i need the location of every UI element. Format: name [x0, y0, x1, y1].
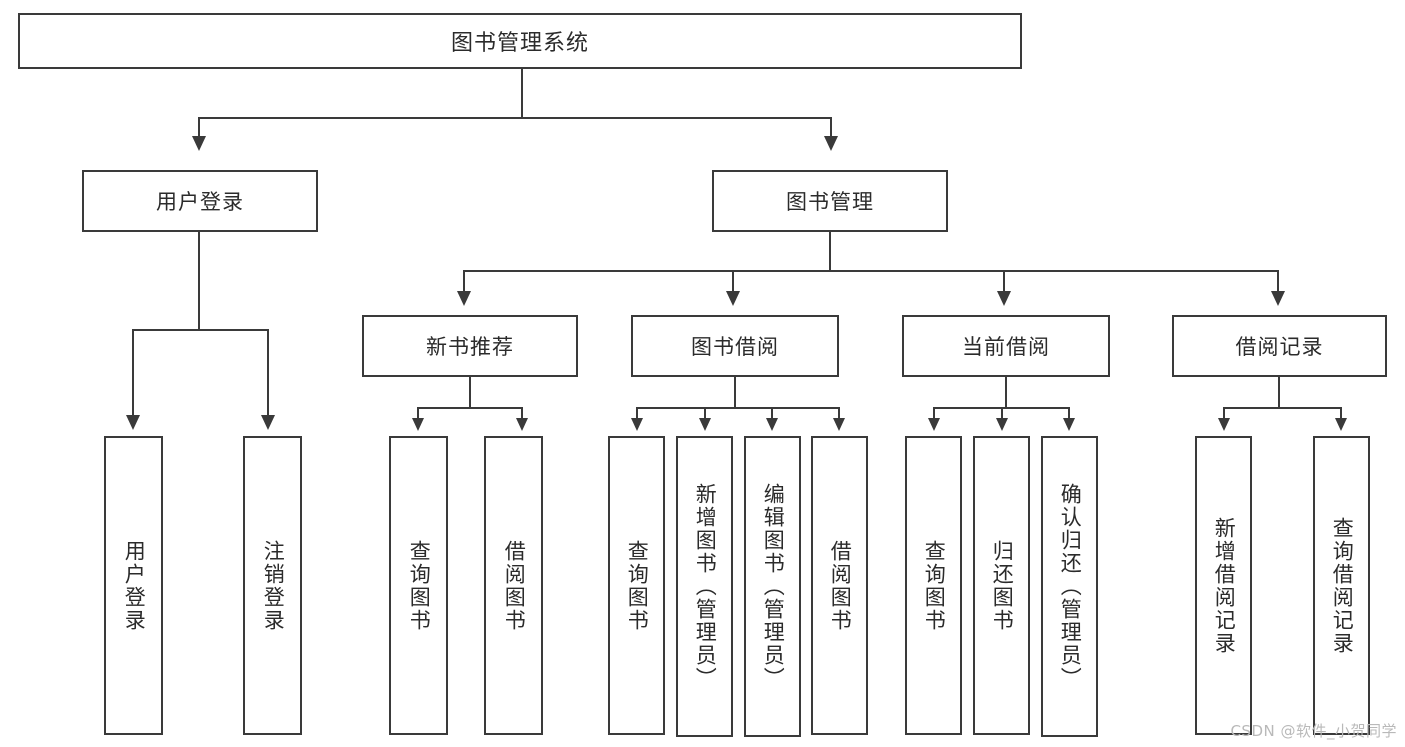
- edge-bb-to-leaf-1: [636, 407, 638, 419]
- edge-bb-to-leaf-3: [771, 407, 773, 419]
- edge-new-book-to-leaf-1: [417, 407, 419, 419]
- node-label: 新书推荐: [426, 335, 514, 359]
- leaf-confirm-return-admin[interactable]: 确认归还（管理员）: [1041, 436, 1098, 737]
- csdn-watermark: CSDN @软件_小贺同学: [1230, 722, 1397, 740]
- arrowhead-bb-leaf-4: [833, 418, 845, 431]
- leaf-query-book-borrow[interactable]: 查询图书: [608, 436, 665, 735]
- arrowhead-bb-leaf-3: [766, 418, 778, 431]
- edge-new-book-bus: [417, 407, 523, 409]
- edge-root-to-book-management: [830, 117, 832, 138]
- edge-borrow-record-bus: [1223, 407, 1341, 409]
- edge-borrow-record-trunk: [1278, 377, 1280, 408]
- arrowhead-bm-book-borrow: [726, 291, 740, 306]
- arrowhead-new-book-leaf-2: [516, 418, 528, 431]
- node-label: 用户登录: [122, 539, 147, 632]
- node-user-login[interactable]: 用户登录: [82, 170, 318, 232]
- node-new-book-recommend[interactable]: 新书推荐: [362, 315, 578, 377]
- edge-new-book-trunk: [469, 377, 471, 408]
- node-label: 查询图书: [407, 539, 432, 632]
- edge-user-login-to-leaf-1: [132, 329, 134, 417]
- edge-bm-to-borrow-record: [1277, 270, 1279, 293]
- node-label: 图书管理: [786, 190, 874, 214]
- edge-br-to-leaf-1: [1223, 407, 1225, 419]
- leaf-edit-book-admin[interactable]: 编辑图书（管理员）: [744, 436, 801, 737]
- node-label: 借阅图书: [502, 539, 527, 632]
- node-label: 新增图书（管理员）: [693, 483, 718, 690]
- node-root-book-management-system[interactable]: 图书管理系统: [18, 13, 1022, 69]
- arrowhead-bm-borrow-record: [1271, 291, 1285, 306]
- arrowhead-new-book-leaf-1: [412, 418, 424, 431]
- edge-root-bus: [198, 117, 832, 119]
- leaf-borrow-book[interactable]: 借阅图书: [811, 436, 868, 735]
- leaf-query-book-current[interactable]: 查询图书: [905, 436, 962, 735]
- edge-current-borrow-trunk: [1005, 377, 1007, 408]
- edge-bm-to-book-borrow: [732, 270, 734, 293]
- edge-user-login-to-leaf-2: [267, 329, 269, 417]
- arrowhead-br-leaf-2: [1335, 418, 1347, 431]
- edge-book-management-bus: [463, 270, 1277, 272]
- node-label: 确认归还（管理员）: [1058, 483, 1083, 690]
- arrowhead-bm-new-book: [457, 291, 471, 306]
- edge-cb-to-leaf-1: [933, 407, 935, 419]
- edge-br-to-leaf-2: [1340, 407, 1342, 419]
- edge-root-to-user-login: [198, 117, 200, 138]
- node-label: 查询图书: [625, 539, 650, 632]
- leaf-user-login[interactable]: 用户登录: [104, 436, 163, 735]
- arrowhead-bb-leaf-1: [631, 418, 643, 431]
- edge-bm-to-new-book: [463, 270, 465, 293]
- arrowhead-cb-leaf-3: [1063, 418, 1075, 431]
- node-book-management[interactable]: 图书管理: [712, 170, 948, 232]
- node-label: 借阅图书: [828, 539, 853, 632]
- arrowhead-root-to-book-management: [824, 136, 838, 151]
- edge-root-trunk: [521, 69, 523, 118]
- edge-user-login-trunk: [198, 232, 200, 330]
- node-label: 用户登录: [156, 190, 244, 214]
- node-label: 当前借阅: [962, 335, 1050, 359]
- edge-book-borrow-bus: [636, 407, 840, 409]
- arrowhead-cb-leaf-2: [996, 418, 1008, 431]
- edge-book-management-trunk: [829, 232, 831, 271]
- node-label: 查询借阅记录: [1330, 516, 1355, 655]
- arrowhead-root-to-user-login: [192, 136, 206, 151]
- leaf-add-borrow-record[interactable]: 新增借阅记录: [1195, 436, 1252, 735]
- arrowhead-cb-leaf-1: [928, 418, 940, 431]
- node-current-borrow[interactable]: 当前借阅: [902, 315, 1110, 377]
- arrowhead-bb-leaf-2: [699, 418, 711, 431]
- node-label: 查询图书: [922, 539, 947, 632]
- edge-bm-to-current-borrow: [1003, 270, 1005, 293]
- arrowhead-bm-current-borrow: [997, 291, 1011, 306]
- node-label: 新增借阅记录: [1212, 516, 1237, 655]
- node-book-borrow[interactable]: 图书借阅: [631, 315, 839, 377]
- node-label: 注销登录: [261, 539, 286, 632]
- edge-cb-to-leaf-2: [1001, 407, 1003, 419]
- leaf-return-book[interactable]: 归还图书: [973, 436, 1030, 735]
- node-label: 编辑图书（管理员）: [761, 483, 786, 690]
- node-borrow-record[interactable]: 借阅记录: [1172, 315, 1387, 377]
- node-label: 图书借阅: [691, 335, 779, 359]
- node-label: 图书管理系统: [450, 31, 589, 56]
- leaf-logout[interactable]: 注销登录: [243, 436, 302, 735]
- edge-bb-to-leaf-4: [838, 407, 840, 419]
- leaf-query-borrow-record[interactable]: 查询借阅记录: [1313, 436, 1370, 735]
- arrowhead-br-leaf-1: [1218, 418, 1230, 431]
- node-label: 借阅记录: [1235, 335, 1324, 359]
- leaf-query-book-recommend[interactable]: 查询图书: [389, 436, 448, 735]
- leaf-borrow-book-recommend[interactable]: 借阅图书: [484, 436, 543, 735]
- leaf-add-book-admin[interactable]: 新增图书（管理员）: [676, 436, 733, 737]
- arrowhead-user-login-leaf-1: [126, 415, 140, 430]
- edge-bb-to-leaf-2: [704, 407, 706, 419]
- node-label: 归还图书: [990, 539, 1015, 632]
- edge-new-book-to-leaf-2: [521, 407, 523, 419]
- arrowhead-user-login-leaf-2: [261, 415, 275, 430]
- edge-cb-to-leaf-3: [1068, 407, 1070, 419]
- edge-book-borrow-trunk: [734, 377, 736, 408]
- edge-user-login-bus: [132, 329, 268, 331]
